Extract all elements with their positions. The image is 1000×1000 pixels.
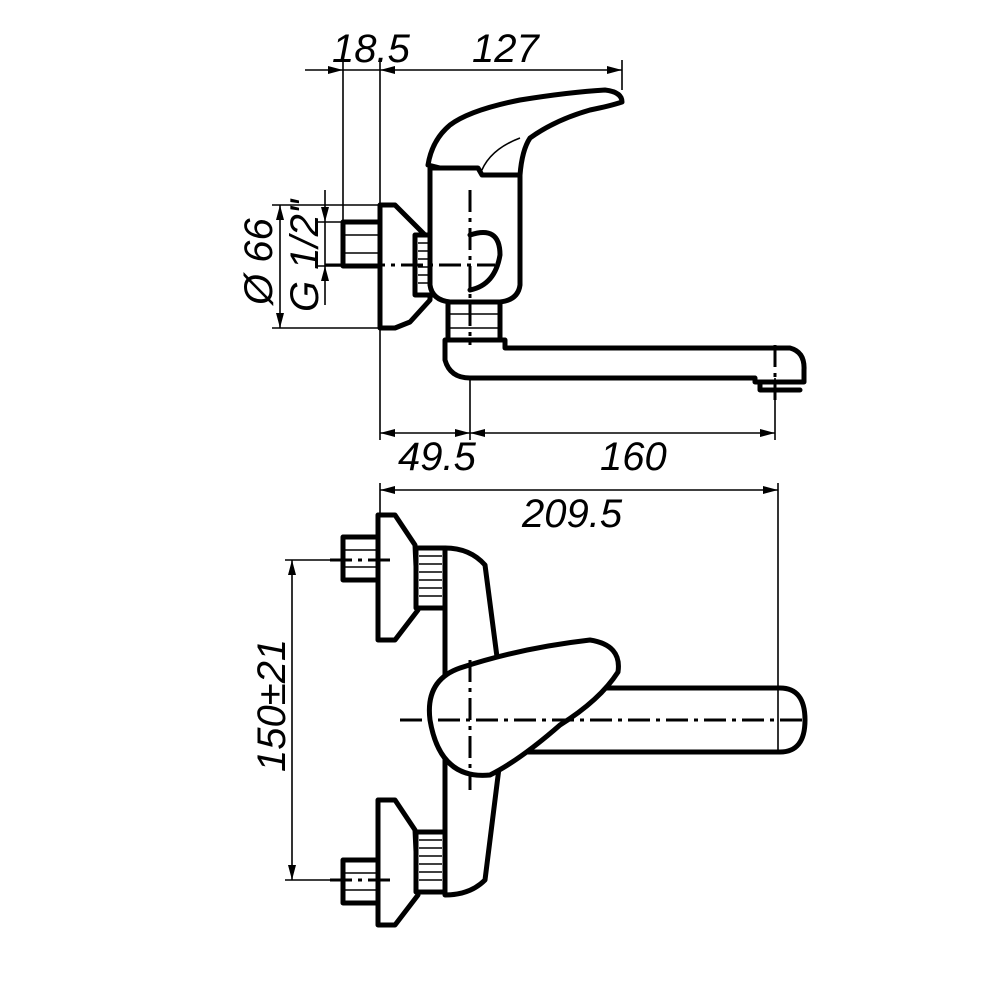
lower-knurled-coupling [413, 829, 448, 895]
dim-inlet-spacing: 150±21 [250, 639, 294, 772]
handle-lever-top [426, 637, 621, 778]
dim-flange-diameter: Ø 66 [237, 218, 281, 307]
spout [442, 337, 807, 385]
dim-spout-length: 160 [600, 435, 667, 479]
dim-thread: G 1/2" [283, 198, 327, 312]
upper-knurled-coupling [413, 545, 448, 611]
dim-handle-reach: 127 [472, 27, 540, 71]
handle-lever [425, 87, 625, 178]
side-view: 18.5 127 Ø 66 G 1/2" 49.5 160 [237, 27, 807, 479]
spout-nut [445, 299, 503, 343]
dim-inlet-offset: 49.5 [398, 435, 477, 479]
inlet-nut [340, 219, 383, 269]
dim-offset-top: 18.5 [332, 27, 411, 71]
lower-flange [375, 797, 421, 928]
dim-overall-length: 209.5 [521, 492, 623, 536]
top-view: 209.5 [250, 483, 808, 928]
upper-flange [375, 512, 421, 643]
